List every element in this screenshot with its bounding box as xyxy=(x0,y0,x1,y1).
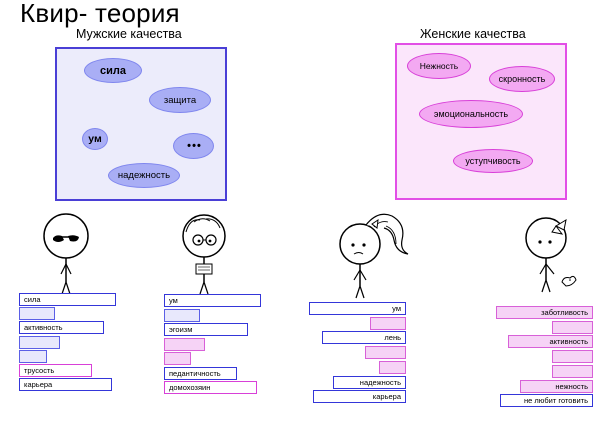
bubble-emotsionalnost: эмоциональность xyxy=(419,100,523,128)
trait-bar-label: нежность xyxy=(555,382,588,391)
trait-bar xyxy=(164,309,200,322)
trait-bar: активность xyxy=(19,321,104,334)
bubble-nezhnost: Нежность xyxy=(407,53,471,79)
trait-bar: карьера xyxy=(19,378,112,391)
trait-bar: эгоизм xyxy=(164,323,248,336)
trait-bar xyxy=(370,317,406,330)
trait-bar: заботливость xyxy=(496,306,593,319)
trait-bar: сила xyxy=(19,293,116,306)
trait-bar: педантичность xyxy=(164,367,237,380)
bubble-ustupchivost: уступчивость xyxy=(453,149,533,173)
trait-bar-label: эгоизм xyxy=(169,325,193,334)
sunglasses-man-figure xyxy=(43,213,89,295)
trait-bar xyxy=(19,336,60,349)
trait-bar xyxy=(552,350,593,363)
trait-bar xyxy=(19,350,47,363)
trait-bar-label: сила xyxy=(24,295,41,304)
trait-bar xyxy=(365,346,406,359)
trait-bar-label: надежность xyxy=(359,378,401,387)
bubble-um: ум xyxy=(82,128,108,150)
trait-bar: ум xyxy=(309,302,406,315)
glasses-man-figure xyxy=(182,214,226,295)
trait-bar: надежность xyxy=(333,376,406,389)
trait-bar-label: активность xyxy=(24,323,63,332)
trait-bar xyxy=(164,352,191,365)
trait-bar-label: заботливость xyxy=(541,308,588,317)
trait-bar-label: лень xyxy=(384,333,401,342)
page-title: Квир- теория xyxy=(20,0,180,28)
female-qualities-panel: Нежность скронность эмоциональность усту… xyxy=(395,43,567,200)
trait-bar: лень xyxy=(322,331,406,344)
trait-bar xyxy=(164,338,205,351)
trait-bar-label: домохозяин xyxy=(169,383,211,392)
trait-bar-label: трусость xyxy=(24,366,55,375)
bubble-skromnost: скронность xyxy=(489,66,555,92)
bow-woman-figure xyxy=(525,217,577,293)
trait-bar-label: ум xyxy=(169,296,178,305)
trait-bar xyxy=(19,307,55,320)
trait-bar: ум xyxy=(164,294,261,307)
trait-bar: домохозяин xyxy=(164,381,257,394)
male-panel-title: Мужские качества xyxy=(76,27,182,41)
trait-bar: не любит готовить xyxy=(500,394,593,407)
trait-bar-label: ум xyxy=(392,304,401,313)
trait-bar xyxy=(552,321,593,334)
trait-bar xyxy=(552,365,593,378)
trait-bar: карьера xyxy=(313,390,406,403)
trait-bar xyxy=(379,361,406,374)
trait-bar-label: педантичность xyxy=(169,369,221,378)
trait-bar-label: карьера xyxy=(24,380,53,389)
trait-bar-label: активность xyxy=(549,337,588,346)
male-qualities-panel: сила защита ум • • • надежность xyxy=(55,47,227,201)
trait-bar-label: не любит готовить xyxy=(523,396,588,405)
trait-bar: нежность xyxy=(520,380,593,393)
bubble-nadezhnost: надежность xyxy=(108,163,180,188)
trait-bar: активность xyxy=(508,335,593,348)
ponytail-woman-figure xyxy=(339,213,409,299)
trait-bar-label: карьера xyxy=(372,392,401,401)
bubble-sila: сила xyxy=(84,58,142,83)
female-panel-title: Женские качества xyxy=(420,27,526,41)
trait-bar: трусость xyxy=(19,364,92,377)
bubble-zashchita: защита xyxy=(149,87,211,113)
bubble-ellipsis: • • • xyxy=(173,133,214,159)
